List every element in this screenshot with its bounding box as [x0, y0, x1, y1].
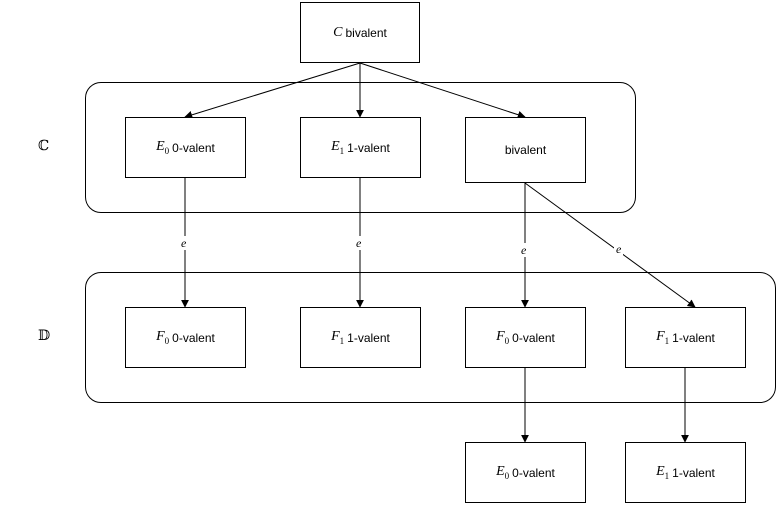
node-bottom-e0-var: E0	[496, 464, 510, 481]
node-d-f0-right: F0 0-valent	[465, 307, 586, 368]
arrow-bivalent-to-f1	[524, 182, 696, 308]
node-c-e1-var: E1	[331, 139, 345, 156]
node-d-f1-right: F1 1-valent	[625, 307, 746, 368]
node-c-bivalent: bivalent	[465, 117, 586, 183]
group-c-label: ℂ	[38, 138, 50, 154]
node-bottom-e0: E0 0-valent	[465, 442, 586, 503]
node-c-e0-var: E0	[156, 139, 170, 156]
node-c-e1: E1 1-valent	[300, 117, 421, 178]
node-root-text: bivalent	[345, 25, 387, 40]
group-d-label: 𝔻	[38, 328, 51, 344]
edge-label-bivalent-diag: e	[614, 242, 624, 256]
node-d-f1-left: F1 1-valent	[300, 307, 421, 368]
group-d	[85, 272, 776, 403]
edge-label-e1: e	[354, 236, 364, 250]
node-root: C bivalent	[300, 2, 420, 63]
node-d-f1-right-var: F1	[656, 329, 670, 346]
node-d-f1-left-var: F1	[331, 329, 345, 346]
node-bottom-e1: E1 1-valent	[625, 442, 746, 503]
arrow-root-to-bivalent	[359, 62, 526, 119]
node-d-f0-left: F0 0-valent	[125, 307, 246, 368]
arrow-root-to-e0	[184, 62, 361, 119]
node-c-bivalent-text: bivalent	[504, 143, 547, 157]
node-c-e0-text: 0-valent	[172, 140, 215, 155]
node-c-e1-text: 1-valent	[347, 140, 390, 155]
node-d-f0-right-var: F0	[496, 329, 510, 346]
node-bottom-e1-var: E1	[656, 464, 670, 481]
group-c	[85, 82, 636, 213]
edge-label-e0: e	[179, 236, 189, 250]
edge-label-bivalent-down: e	[519, 243, 529, 257]
node-bottom-e0-text: 0-valent	[512, 465, 555, 480]
node-d-f1-left-text: 1-valent	[347, 330, 390, 345]
node-c-e0: E0 0-valent	[125, 117, 246, 178]
node-d-f0-right-text: 0-valent	[512, 330, 555, 345]
node-root-var: C	[333, 24, 343, 40]
node-bottom-e1-text: 1-valent	[672, 465, 715, 480]
node-d-f0-left-var: F0	[156, 329, 170, 346]
node-d-f0-left-text: 0-valent	[172, 330, 215, 345]
node-d-f1-right-text: 1-valent	[672, 330, 715, 345]
